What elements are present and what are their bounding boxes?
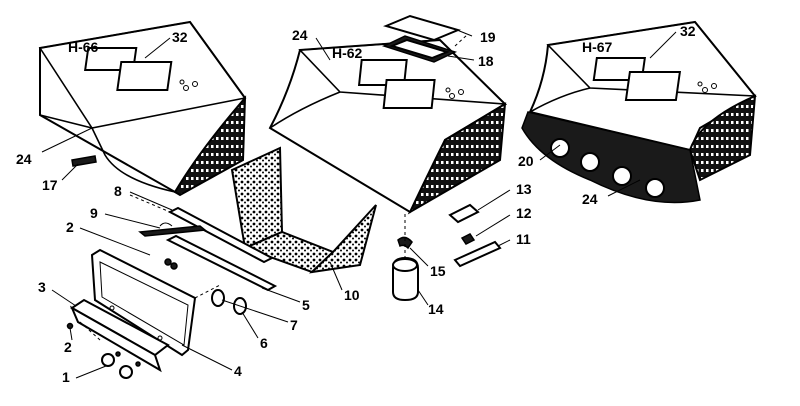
callout-1: 1 <box>62 369 70 385</box>
callout-4: 4 <box>234 363 242 379</box>
callout-24-h62: 24 <box>292 27 308 43</box>
callout-5: 5 <box>302 297 310 313</box>
rail-parts <box>129 194 278 292</box>
callout-10: 10 <box>344 287 360 303</box>
callout-20: 20 <box>518 153 534 169</box>
light-lens-assembly <box>381 14 469 63</box>
callout-11: 11 <box>516 231 531 247</box>
h66-small-parts <box>71 155 97 167</box>
callout-7: 7 <box>290 317 298 333</box>
callout-24-h67: 24 <box>582 191 598 207</box>
callout-2-upper: 2 <box>66 219 74 235</box>
callout-24-h66: 24 <box>16 151 32 167</box>
hood-h67 <box>521 20 757 204</box>
callout-9: 9 <box>90 205 98 221</box>
callout-19: 19 <box>480 29 496 45</box>
callout-13: 13 <box>516 181 532 197</box>
model-label-h66: H-66 <box>68 39 99 55</box>
callout-32-h66: 32 <box>172 29 188 45</box>
small-parts <box>448 203 502 268</box>
callout-2-lower: 2 <box>64 339 72 355</box>
callout-14: 14 <box>428 301 444 317</box>
leader-lines <box>41 27 677 379</box>
callout-8: 8 <box>114 183 122 199</box>
fan-motor <box>392 214 419 302</box>
callout-15: 15 <box>430 263 446 279</box>
callout-3: 3 <box>38 279 46 295</box>
filter-box <box>230 146 377 274</box>
callout-18: 18 <box>478 53 494 69</box>
model-label-h62: H-62 <box>332 45 363 61</box>
model-label-h67: H-67 <box>582 39 613 55</box>
callout-6: 6 <box>260 335 268 351</box>
front-panel <box>69 248 221 373</box>
callout-17: 17 <box>42 177 58 193</box>
hood-h66 <box>38 20 247 197</box>
callout-32-h67: 32 <box>680 23 696 39</box>
hood-h62 <box>268 38 508 215</box>
callout-12: 12 <box>516 205 532 221</box>
